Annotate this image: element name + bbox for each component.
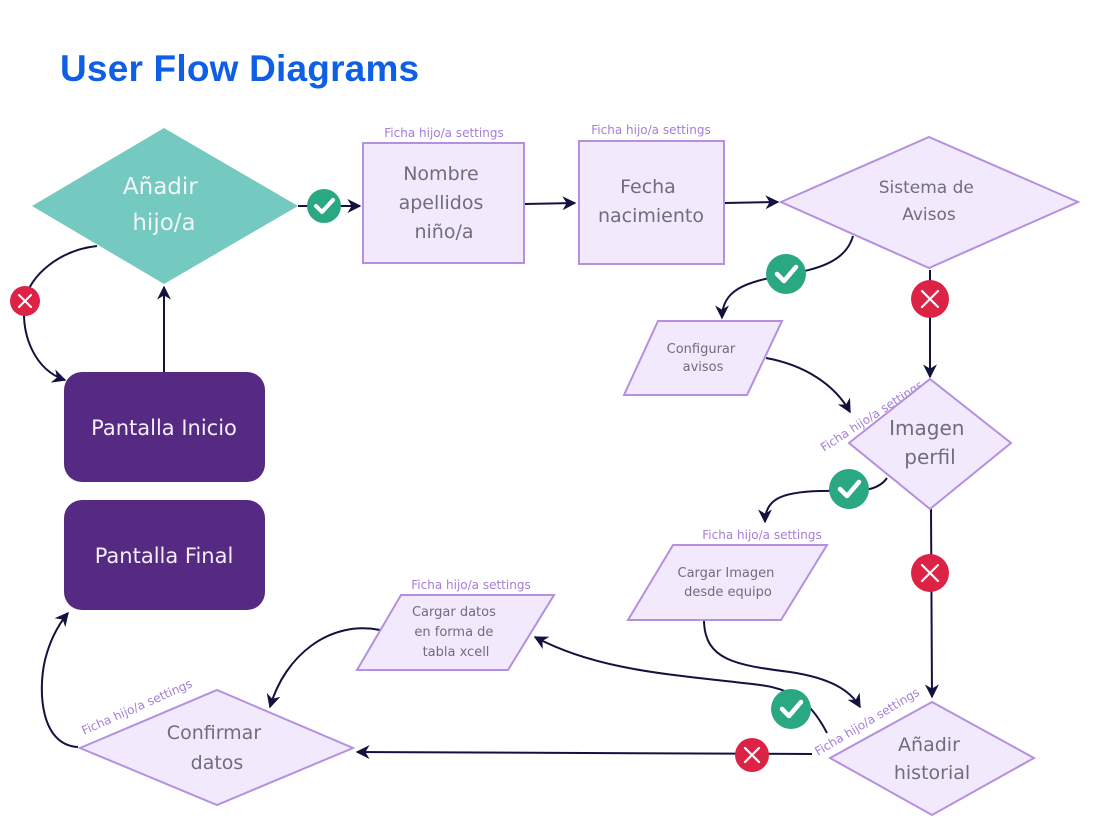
node-label: Añadir hijo/a (123, 174, 205, 236)
decision-shape (778, 135, 1081, 270)
x-circle-icon (911, 554, 949, 592)
terminal-shape (64, 372, 265, 482)
io-shape (622, 320, 784, 396)
node-label: Cargar datos en forma de tabla xcell (412, 605, 500, 660)
decision-shape (847, 377, 1013, 511)
check-circle-icon (307, 189, 341, 223)
badges (10, 189, 949, 772)
x-circle-icon (10, 286, 40, 316)
decision-shape (77, 688, 356, 807)
process-shape (362, 142, 525, 264)
node-label: Fecha nacimiento (598, 176, 704, 227)
check-circle-icon (829, 469, 869, 509)
node-cargar-datos[interactable]: Ficha hijo/a settings Cargar datos en fo… (355, 578, 556, 671)
io-shape (355, 594, 556, 671)
node-label: Pantalla Inicio (91, 416, 237, 440)
node-caption: Ficha hijo/a settings (591, 123, 710, 137)
x-circle-icon (735, 738, 769, 772)
node-label: Imagen perfil (889, 416, 971, 469)
node-anadir-hijo[interactable]: Añadir hijo/a (32, 128, 298, 284)
node-configurar-avisos[interactable]: Configurar avisos (622, 320, 784, 396)
x-circle-icon (911, 280, 949, 318)
edge-nombre-to-fecha (524, 196, 577, 211)
edge-confirmar-to-final (40, 611, 79, 748)
node-confirmar-datos[interactable]: Ficha hijo/a settings Confirmar datos (77, 676, 356, 807)
terminal-shape (64, 500, 265, 610)
edge-anadir-hijo-to-inicio-no (23, 245, 98, 383)
edge-imagen-to-cargar-imagen-yes (758, 477, 888, 524)
node-fecha-nacimiento[interactable]: Ficha hijo/a settings Fecha nacimiento (578, 123, 725, 265)
node-sistema-avisos[interactable]: Sistema de Avisos (778, 135, 1081, 270)
check-circle-icon (771, 689, 811, 729)
node-label: Cargar Imagen desde equipo (678, 566, 779, 600)
node-cargar-imagen[interactable]: Ficha hijo/a settings Cargar Imagen desd… (626, 528, 829, 621)
decision-shape (32, 128, 298, 284)
edge-configurar-to-imagen (765, 357, 851, 414)
node-label: Sistema de Avisos (879, 178, 980, 225)
decision-shape (827, 700, 1037, 817)
page-title: User Flow Diagrams (60, 48, 420, 89)
node-label: Confirmar datos (167, 722, 267, 774)
node-pantalla-final[interactable]: Pantalla Final (64, 500, 265, 610)
node-anadir-historial[interactable]: Ficha hijo/a settings Añadir historial (812, 685, 1037, 817)
edge-fecha-to-sistema (724, 195, 780, 210)
node-label: Pantalla Final (95, 544, 234, 568)
edge-cargar-datos-to-confirmar (266, 627, 381, 709)
node-caption: Ficha hijo/a settings (702, 528, 821, 542)
node-nombre-apellidos[interactable]: Ficha hijo/a settings Nombre apellidos n… (362, 126, 525, 264)
edge-imagen-to-historial-no (924, 508, 939, 699)
node-caption: Ficha hijo/a settings (411, 578, 530, 592)
edge-cargar-imagen-to-historial (703, 620, 861, 709)
node-caption: Ficha hijo/a settings (384, 126, 503, 140)
node-label: Añadir historial (894, 734, 970, 784)
node-label: Nombre apellidos niño/a (399, 163, 490, 243)
node-label: Configurar avisos (667, 342, 740, 375)
check-circle-icon (766, 254, 806, 294)
node-pantalla-inicio[interactable]: Pantalla Inicio (64, 372, 265, 482)
io-shape (626, 544, 829, 621)
process-shape (578, 140, 725, 265)
